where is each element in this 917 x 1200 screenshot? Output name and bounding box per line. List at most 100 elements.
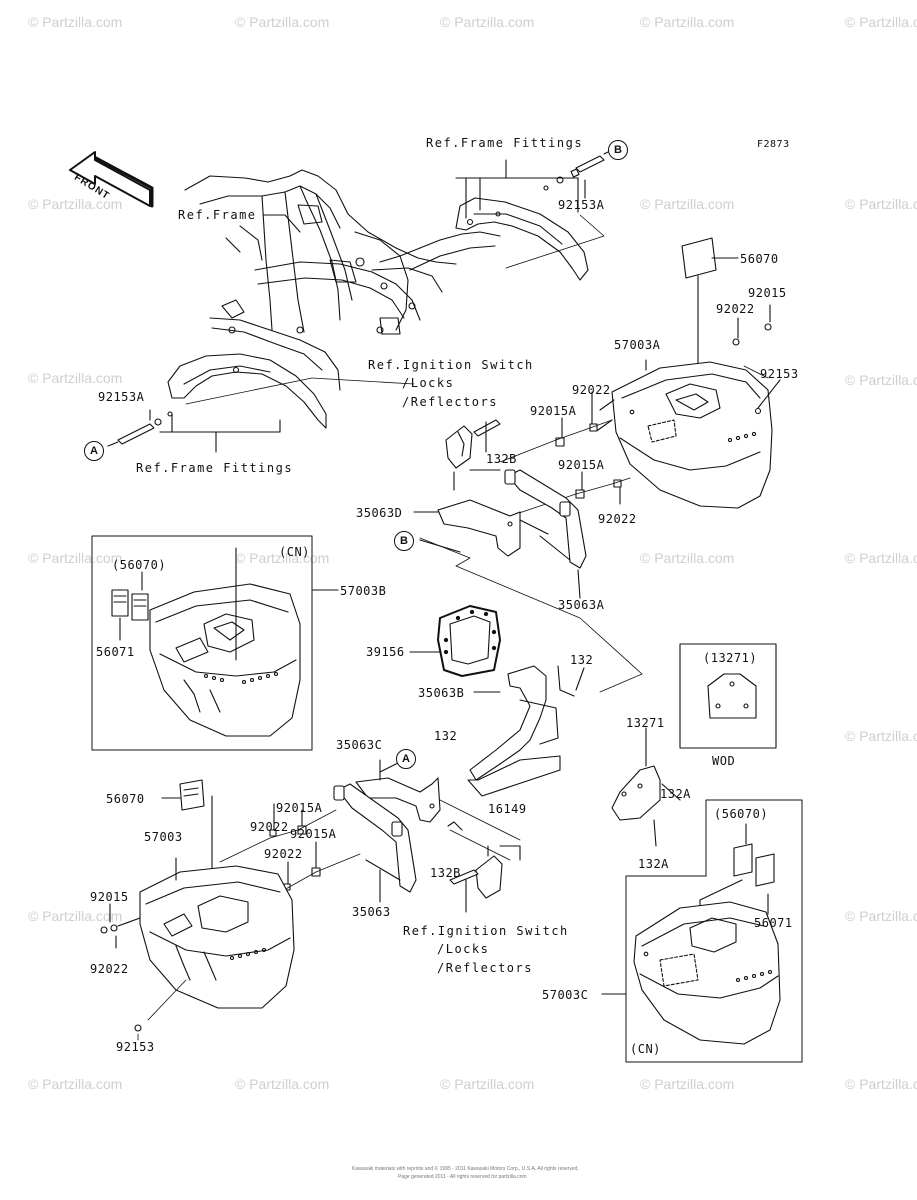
part-92015-top: 92015: [748, 286, 787, 300]
rear-fender-rail: [379, 197, 589, 281]
part-92022-top: 92022: [716, 302, 755, 316]
bracket-35063D: [437, 499, 521, 557]
part-57003: 57003: [144, 830, 183, 844]
part-92153-bottom: 92153: [116, 1040, 155, 1054]
watermark: © Partzilla.com: [845, 728, 917, 744]
ref-reflectors-top: /Reflectors: [402, 395, 498, 409]
stickers-56070-56071-right: [733, 843, 775, 887]
watermark: © Partzilla.com: [28, 1076, 123, 1092]
part-35063A: 35063A: [558, 598, 605, 612]
part-56071-right: 56071: [754, 916, 793, 930]
part-92022-left: 92022: [90, 962, 129, 976]
part-92015-left: 92015: [90, 890, 129, 904]
part-92015A-lower1: 92015A: [276, 801, 323, 815]
part-92015A-lower2: 92015A: [290, 827, 337, 841]
watermark: © Partzilla.com: [640, 1076, 735, 1092]
part-57003B: 57003B: [340, 584, 387, 598]
backrest-35063B: [467, 665, 561, 797]
motorcycle-frame: [184, 169, 457, 391]
part-132-top: 132: [570, 653, 594, 667]
watermark: © Partzilla.com: [845, 1076, 917, 1092]
ref-frame-fittings-bottom: Ref.Frame Fittings: [136, 461, 294, 475]
watermark: © Partzilla.com: [640, 550, 735, 566]
ref-locks-top: /Locks: [402, 376, 455, 390]
watermark: © Partzilla.com: [440, 14, 535, 30]
callout-a-mid: A: [396, 749, 416, 769]
part-92022-mid: 92022: [572, 383, 611, 397]
part-92022-mid2: 92022: [598, 512, 637, 526]
front-fender-rail: [167, 353, 327, 429]
part-16149: 16149: [488, 802, 527, 816]
nut-92015: [732, 323, 772, 346]
watermark: © Partzilla.com: [28, 14, 123, 30]
watermark: © Partzilla.com: [845, 14, 917, 30]
cn-label-top: (CN): [279, 545, 310, 559]
part-35063D: 35063D: [356, 506, 403, 520]
bolt-92153A-left: [117, 411, 173, 445]
part-35063C: 35063C: [336, 738, 383, 752]
pad-39156: [437, 605, 501, 677]
callout-a-left: A: [84, 441, 104, 461]
ref-frame: Ref.Frame: [178, 208, 257, 222]
nuts-left: [100, 924, 118, 934]
ref-ignition-switch-bottom: Ref.Ignition Switch: [403, 924, 569, 938]
part-132-mid: 132: [434, 729, 458, 743]
rail-35063A: [504, 469, 587, 569]
callout-b-top: B: [608, 140, 628, 160]
cn-box-top: [91, 535, 313, 751]
part-39156: 39156: [366, 645, 405, 659]
part-92015A-mid2: 92015A: [558, 458, 605, 472]
rail-35063: [333, 783, 417, 893]
part-132B-top: 132B: [486, 452, 517, 466]
part-57003A: 57003A: [614, 338, 661, 352]
watermark: © Partzilla.com: [845, 372, 917, 388]
watermark: © Partzilla.com: [235, 550, 330, 566]
ref-frame-fittings-top: Ref.Frame Fittings: [426, 136, 584, 150]
saddlebag-57003: [139, 865, 295, 1009]
ref-locks-bottom: /Locks: [437, 942, 490, 956]
cn-label-bottom: (CN): [630, 1042, 661, 1056]
wod-box: [679, 643, 777, 749]
watermark: © Partzilla.com: [845, 196, 917, 212]
watermark: © Partzilla.com: [28, 370, 123, 386]
part-92153A-top: 92153A: [558, 198, 605, 212]
bolt-92153A-top: [543, 155, 605, 191]
ref-reflectors-bottom: /Reflectors: [437, 961, 533, 975]
bracket-35063C: [355, 777, 441, 823]
watermark: © Partzilla.com: [845, 908, 917, 924]
footer-sub: Page generated 2011 - All rights reserve…: [398, 1174, 527, 1180]
part-92022-lower1: 92022: [250, 820, 289, 834]
part-57003C: 57003C: [542, 988, 589, 1002]
part-132A-2: 132A: [638, 857, 669, 871]
part-92153A-left: 92153A: [98, 390, 145, 404]
plate-13271: [611, 765, 661, 821]
part-56070-left: 56070: [106, 792, 145, 806]
watermark: © Partzilla.com: [235, 1076, 330, 1092]
part-56071-left: 56071: [96, 645, 135, 659]
washers-mid-upper: [555, 423, 622, 499]
ignition-bracket-lower: [449, 855, 503, 899]
watermark: © Partzilla.com: [28, 550, 123, 566]
watermark: © Partzilla.com: [28, 908, 123, 924]
part-35063: 35063: [352, 905, 391, 919]
watermark: © Partzilla.com: [640, 14, 735, 30]
stickers-56070-56071-left: [111, 589, 149, 621]
sticker-56070-top: [681, 237, 717, 279]
cn-box-bottom: [625, 799, 803, 1063]
watermark: © Partzilla.com: [845, 550, 917, 566]
saddlebag-57003A: [611, 361, 773, 509]
figure-id: F2873: [757, 139, 790, 150]
part-92015A-mid: 92015A: [530, 404, 577, 418]
ref-ignition-switch-top: Ref.Ignition Switch: [368, 358, 534, 372]
part-92022-lower2: 92022: [264, 847, 303, 861]
footer-copyright: Kawasaki materials with reprints and © 1…: [352, 1166, 579, 1172]
saddlebag-57003B: [149, 583, 301, 737]
part-13271-boxed: (13271): [703, 651, 758, 665]
part-92153-right: 92153: [760, 367, 799, 381]
part-132A-1: 132A: [660, 787, 691, 801]
watermark: © Partzilla.com: [235, 14, 330, 30]
part-56070-paren-left: (56070): [112, 558, 167, 572]
part-13271: 13271: [626, 716, 665, 730]
ignition-bracket-top: [445, 419, 501, 469]
